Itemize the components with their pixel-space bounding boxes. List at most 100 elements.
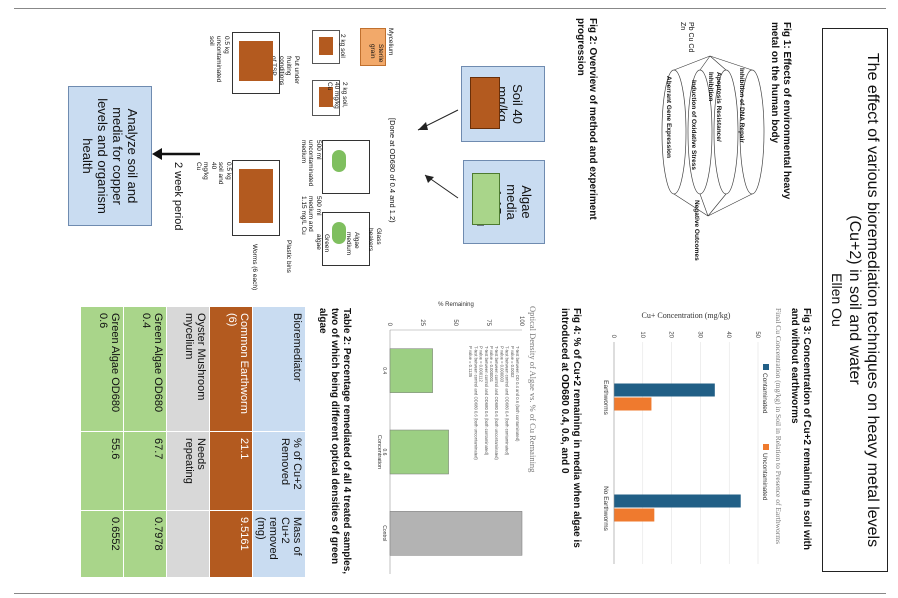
bag-contaminated-soil	[312, 80, 340, 116]
bin-contaminated	[232, 160, 280, 236]
table-cell: 0.6552	[80, 510, 124, 578]
table-cell: 9.5161	[209, 510, 253, 578]
fig3-bar	[614, 383, 715, 397]
table-cell: 21.1	[209, 431, 253, 511]
fig4-bar	[389, 511, 523, 556]
soil-swatch	[470, 77, 500, 129]
effect-ellipse	[687, 69, 713, 195]
sterile-grain-icon	[360, 28, 386, 66]
algae-swatch	[472, 173, 500, 225]
analyze-card-label: Analyze soil and media for copper levels…	[80, 98, 140, 214]
label-soil-cu: 0.5 kg soil and 40 mg/kg Cu	[195, 162, 232, 185]
fig3-bar	[614, 508, 655, 522]
fig1-diagram	[661, 55, 765, 217]
fig4-note: T-test between OD 0.4 and 0.6 (both cont…	[515, 346, 520, 442]
table2: Bioremediator % of Cu+2 Removed Mass of …	[80, 306, 306, 578]
analyze-card: Analyze soil and media for copper levels…	[68, 86, 152, 226]
algae-icon	[332, 222, 346, 244]
fig4-tick-label: 50	[452, 319, 458, 326]
poster-frame	[14, 8, 886, 594]
fig3-tick-label: 0	[610, 335, 616, 339]
beaker-contaminated	[322, 212, 370, 266]
fig3-tick-label: 20	[668, 331, 674, 338]
fig3-ylabel: Cu+ Concentration (mg/kg)	[642, 311, 731, 320]
fig4-note: P value = 0.1135	[468, 346, 473, 378]
fig4-title: Optical Density of Algae vs. % of Cu Rem…	[528, 306, 538, 473]
table-cell	[166, 510, 210, 578]
table-header: Bioremediator	[252, 306, 306, 432]
fig3-bar	[614, 397, 652, 411]
fig4-note: P value = 0.000001	[489, 346, 494, 383]
label-kg-soil-cu: 2 kg soil, 40 mg/kg Cu	[326, 82, 348, 109]
table-row: Green Algae OD680 0.4 67.7 0.7978	[123, 306, 167, 578]
table-cell: Green Algae OD680 0.4	[123, 306, 167, 432]
fig3-bar	[614, 494, 741, 508]
fig3-legend-label: Contaminated	[761, 373, 768, 414]
period-label: 2 week period	[172, 162, 184, 231]
fig4-category-label: 0.6	[381, 449, 387, 456]
fig4-note: P value = 0.0002	[510, 346, 515, 378]
table-cell: Green Algae OD680 0.6	[80, 306, 124, 432]
label-soil-uncontaminated: 0.5 kg uncontaminated soil	[208, 36, 230, 83]
fig3-category-label: Earthworms	[602, 380, 609, 415]
fig4-ylabel: % Remaining	[438, 302, 474, 308]
label-mycelium: Mycelium	[387, 28, 394, 56]
table-cell: 55.6	[80, 431, 124, 511]
fig4-note: T-test between control and OD680 0.4 (bo…	[505, 346, 510, 456]
table-cell: 0.7978	[123, 510, 167, 578]
title-box: The effect of various bioremediation tec…	[822, 28, 888, 572]
fig4-note: P value = 0.000003	[499, 346, 504, 383]
label-kg-soil: 2 kg soil	[339, 34, 346, 58]
fig3-legend-swatch	[763, 444, 769, 450]
fig4-category-label: 0.4	[381, 367, 387, 374]
algae-icon	[332, 150, 346, 172]
table-row: Oyster Mushroom mycelium Needs repeating	[166, 306, 210, 578]
fig4-tick-label: 100	[518, 316, 524, 327]
fig3-legend-label: Uncontaminated	[761, 453, 768, 501]
fig4-chart: Optical Density of Algae vs. % of Cu Rem…	[376, 302, 538, 574]
label-plastic-bins: Plastic bins	[285, 240, 292, 273]
table-cell: Needs repeating	[166, 431, 210, 511]
done-note: [Done at OD680 of 0.4 and 1.2)	[388, 118, 397, 223]
algae-card: Algae media 1.15 mg/L Cu	[463, 160, 545, 244]
fig3-caption: Fig 3: Concentration of Cu+2 remaining i…	[789, 308, 812, 550]
fig3-tick-label: 10	[639, 331, 645, 338]
fig3-chart: Final Cu Concentration (mg/kg) in Soil i…	[602, 308, 783, 564]
label-sterile-grain: Sterile grain	[369, 44, 385, 63]
fig3-tick-label: 30	[696, 331, 702, 338]
fig3-title: Final Cu Concentration (mg/kg) in Soil i…	[774, 308, 783, 544]
fig3-category-label: No Earthworms	[602, 486, 609, 532]
beaker-uncontaminated	[322, 140, 370, 194]
fig4-category-label: Control	[381, 525, 387, 541]
label-uncontaminated-medium: 500 ml uncontaminated medium	[300, 140, 322, 187]
fig4-caption: Fig 4: % of Cu+2 remaining in media when…	[559, 308, 582, 548]
fig4-tick-label: 0	[386, 323, 392, 327]
bag-plain-soil	[312, 30, 340, 64]
fig4-bar	[389, 348, 433, 393]
table-header: % of Cu+2 Removed	[252, 431, 306, 511]
fig4-tick-label: 25	[419, 319, 425, 326]
effect-ellipse	[661, 69, 687, 195]
table-cell: Common Earthworm (6)	[209, 306, 253, 432]
label-worms: Worms (6 each)	[251, 244, 258, 291]
fig4-note: T-test between control and OD680 0.6 (bo…	[494, 346, 499, 460]
bin-uncontaminated	[232, 32, 280, 94]
fig3-legend-swatch	[763, 364, 769, 370]
fig4-note: P value = 0.000112	[479, 346, 484, 382]
table-row: Common Earthworm (6) 21.1 9.5161	[209, 306, 253, 578]
effect-ellipse	[739, 69, 765, 195]
table-cell: 67.7	[123, 431, 167, 511]
label-medium-cu: 500 ml medium and 1.15 mg/L Cu	[300, 196, 322, 235]
fig3-tick-label: 40	[725, 331, 731, 338]
fig4-note: T-test between control and OD680 0.6 (bo…	[473, 346, 478, 460]
fig4-bar	[389, 429, 449, 475]
fig4-note: T-test between control and OD680 0.6 (bo…	[484, 346, 489, 456]
table2-caption: Table 2: Percentage remediated of all 4 …	[317, 308, 352, 575]
soil-card: Soil 40 mg/kg Cu	[461, 66, 545, 142]
effect-ellipse	[713, 69, 739, 195]
table-header-row: Bioremediator % of Cu+2 Removed Mass of …	[252, 306, 306, 578]
label-algae-medium: Algae medium	[345, 232, 361, 256]
table-row: Green Algae OD680 0.6 55.6 0.6552	[80, 306, 124, 578]
fig4-tick-label: 75	[485, 319, 491, 326]
